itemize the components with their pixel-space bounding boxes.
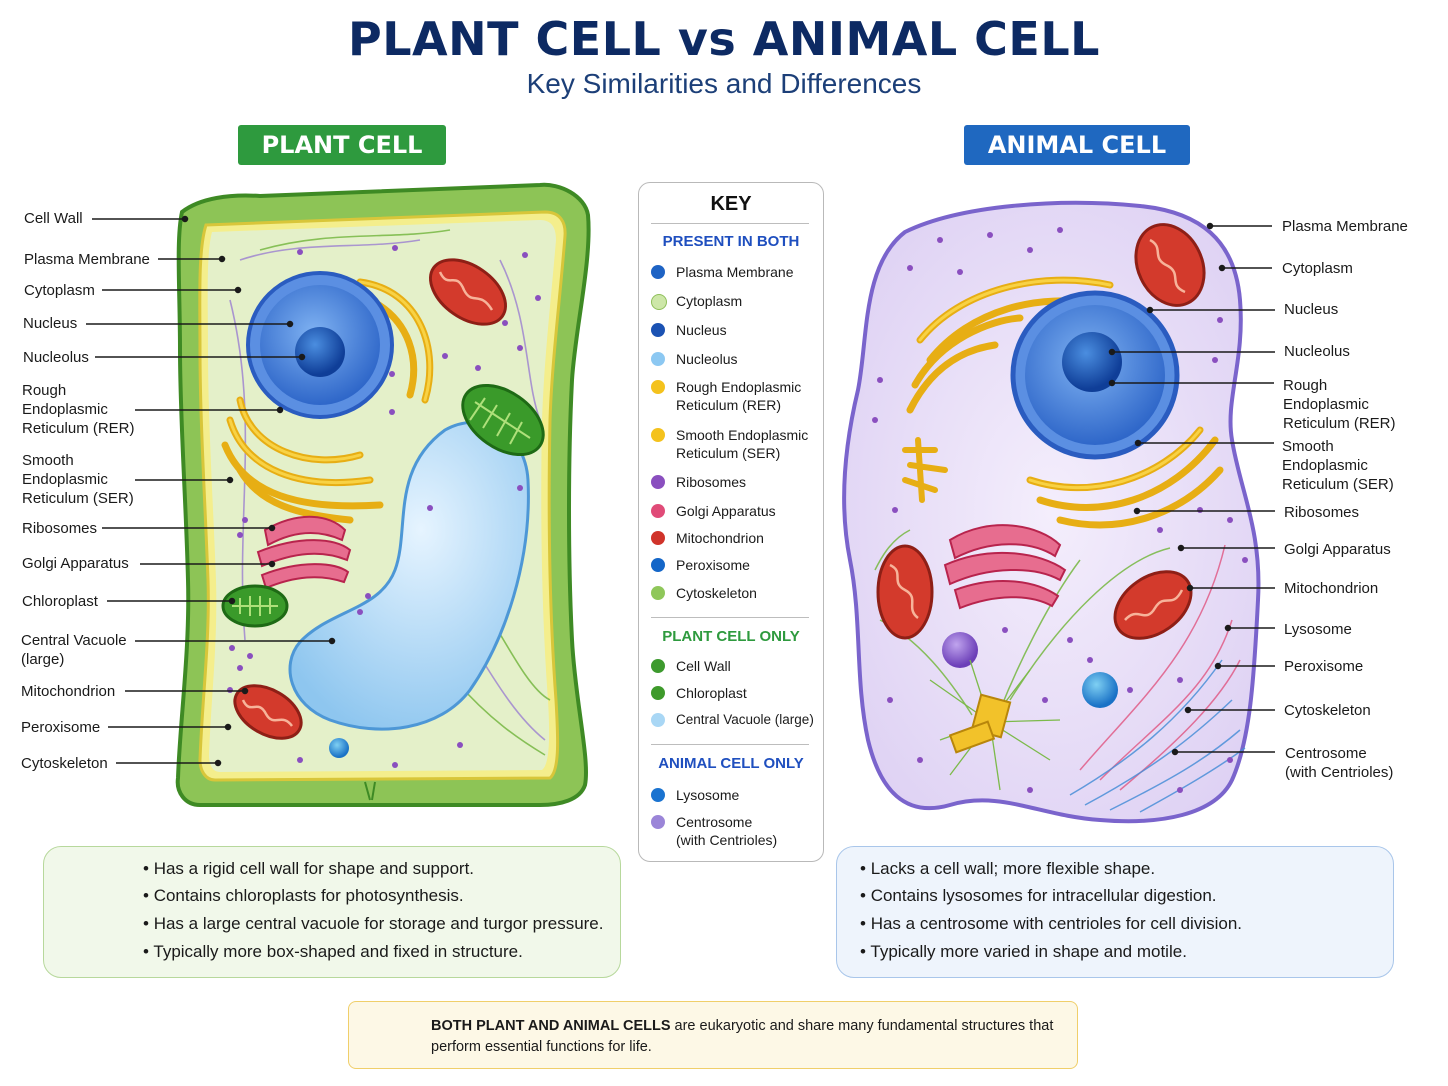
key-dot [651,659,665,673]
plant-label-plasma-membrane: Plasma Membrane [24,251,150,268]
key-dot [651,352,665,366]
animal-bullet: • Contains lysosomes for intracellular d… [860,886,1217,905]
animal-bullet: • Has a centrosome with centrioles for c… [860,914,1243,933]
plant-cell [86,182,591,807]
plant-bullet: • Has a rigid cell wall for shape and su… [143,859,475,878]
animal-label-nucleolus: Nucleolus [1284,343,1350,360]
plant-label-cytoskeleton: Cytoskeleton [21,755,108,772]
animal-nucleolus [1062,332,1122,392]
animal-label-golgi: Golgi Apparatus [1284,541,1391,558]
animal-label-ser: Smooth Endoplasmic Reticulum (SER) [1282,438,1394,493]
animal-ribosomes [872,227,1248,793]
animal-cell-banner: ANIMAL CELL [964,125,1190,165]
plant-label-nucleus: Nucleus [23,315,78,332]
animal-cell [842,200,1275,824]
animal-golgi [943,524,1067,610]
animal-label-cytoskeleton: Cytoskeleton [1284,702,1371,719]
animal-lysosome [942,632,978,668]
key-dot [651,323,665,337]
animal-label-rer: Rough Endoplasmic Reticulum (RER) [1283,377,1396,432]
key-dot [651,558,665,572]
key-heading-plant: PLANT CELL ONLY [662,628,800,645]
animal-label-cytoplasm: Cytoplasm [1282,260,1353,277]
key-dot [651,815,665,829]
key-dot [651,294,667,310]
key-dot [651,380,665,394]
plant-ribosomes [227,245,541,768]
plant-label-golgi: Golgi Apparatus [22,555,129,572]
plant-golgi [256,515,352,590]
key-dot [651,788,665,802]
plant-bullet: • Contains chloroplasts for photosynthes… [143,886,464,905]
animal-ser [902,437,948,503]
animal-centrioles [948,693,1012,754]
animal-label-peroxisome: Peroxisome [1284,658,1364,675]
plant-label-cell-wall: Cell Wall [24,210,83,227]
animal-mitochondrion [876,223,1206,640]
plant-peroxisome [329,738,349,758]
key-dot [651,713,665,727]
summary-note-text: BOTH PLANT AND ANIMAL CELLS are eukaryot… [431,1018,1054,1055]
plant-nucleolus [295,327,345,377]
animal-label-centrosome: Centrosome (with Centrioles) [1285,745,1394,781]
animal-label-lysosome: Lysosome [1284,621,1352,638]
animal-label-mitochondrion: Mitochondrion [1284,580,1379,597]
key-divider [651,223,809,224]
key-dot [651,265,665,279]
plant-central-vacuole [288,420,530,731]
animal-leader-lines [1108,222,1275,756]
plant-label-ser: Smooth Endoplasmic Reticulum (SER) [22,452,134,507]
animal-label-plasma-membrane: Plasma Membrane [1282,218,1408,235]
animal-label-ribosomes: Ribosomes [1284,504,1360,521]
key-dot [651,428,665,442]
animal-summary-box [836,846,1394,978]
key-dot [651,586,665,600]
plant-label-rer: Rough Endoplasmic Reticulum (RER) [22,382,135,437]
plant-label-ribosomes: Ribosomes [22,520,98,537]
plant-chloroplast [221,383,545,628]
key-dot [651,531,665,545]
plant-label-chloroplast: Chloroplast [22,593,98,610]
page-subtitle: Key Similarities and Differences [526,68,922,99]
animal-bullet: • Typically more varied in shape and mot… [860,942,1187,961]
plant-label-peroxisome: Peroxisome [21,719,101,736]
summary-note: BOTH PLANT AND ANIMAL CELLS are eukaryot… [348,1001,1078,1069]
key-title: KEY [710,193,752,215]
plant-cell-banner: PLANT CELL [238,125,446,165]
plant-bullet: • Has a large central vacuole for storag… [143,914,604,933]
plant-label-nucleolus: Nucleolus [23,349,89,366]
page-title: PLANT CELL vs ANIMAL CELL [348,12,1100,66]
plant-mitochondrion [233,258,507,740]
key-legend: KEY PRESENT IN BOTH Plasma Membrane Cyto… [638,182,824,862]
animal-bullet: • Lacks a cell wall; more flexible shape… [860,859,1156,878]
plant-bullet: • Typically more box-shaped and fixed in… [143,942,523,961]
plant-summary-box [43,846,621,978]
key-divider [651,617,809,618]
key-dot [651,504,665,518]
key-divider [651,744,809,745]
key-dot [651,475,665,489]
key-heading-both: PRESENT IN BOTH [662,233,800,250]
key-dot [651,686,665,700]
animal-peroxisome [1082,672,1118,708]
plant-leader-lines [86,215,336,767]
key-heading-animal: ANIMAL CELL ONLY [658,755,804,772]
animal-label-nucleus: Nucleus [1284,301,1339,318]
plant-label-cytoplasm: Cytoplasm [24,282,95,299]
plant-label-central-vacuole: Central Vacuole (large) [21,632,127,668]
plant-label-mitochondrion: Mitochondrion [21,683,116,700]
